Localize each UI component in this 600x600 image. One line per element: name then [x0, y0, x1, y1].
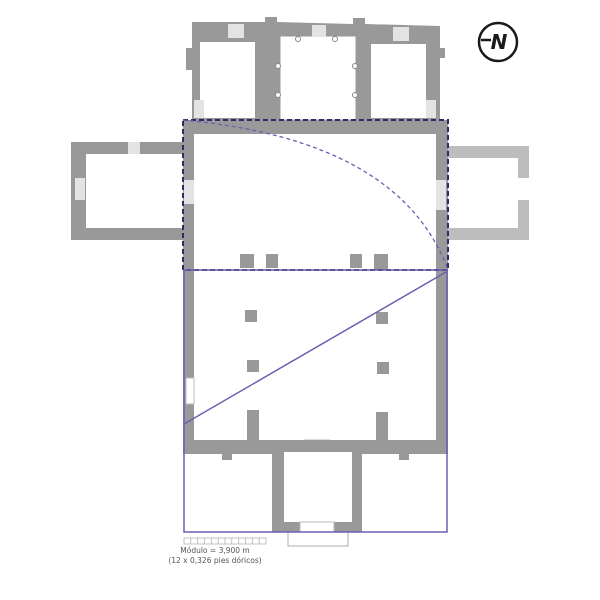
right-wing — [448, 146, 529, 240]
top-wing — [186, 17, 445, 121]
north-arrow-icon: N — [477, 21, 519, 63]
main-nave — [183, 120, 448, 450]
svg-text:N: N — [491, 30, 508, 54]
module-label: Módulo = 3,900 m — [180, 546, 250, 555]
module-detail: (12 x 0,326 pies dóricos) — [168, 556, 262, 565]
geometry-overlay — [182, 119, 449, 533]
scale-bar — [183, 537, 267, 545]
bottom-wing — [183, 440, 448, 547]
scale-caption: Módulo = 3,900 m (12 x 0,326 pies dórico… — [160, 546, 270, 566]
left-wing — [71, 142, 186, 240]
